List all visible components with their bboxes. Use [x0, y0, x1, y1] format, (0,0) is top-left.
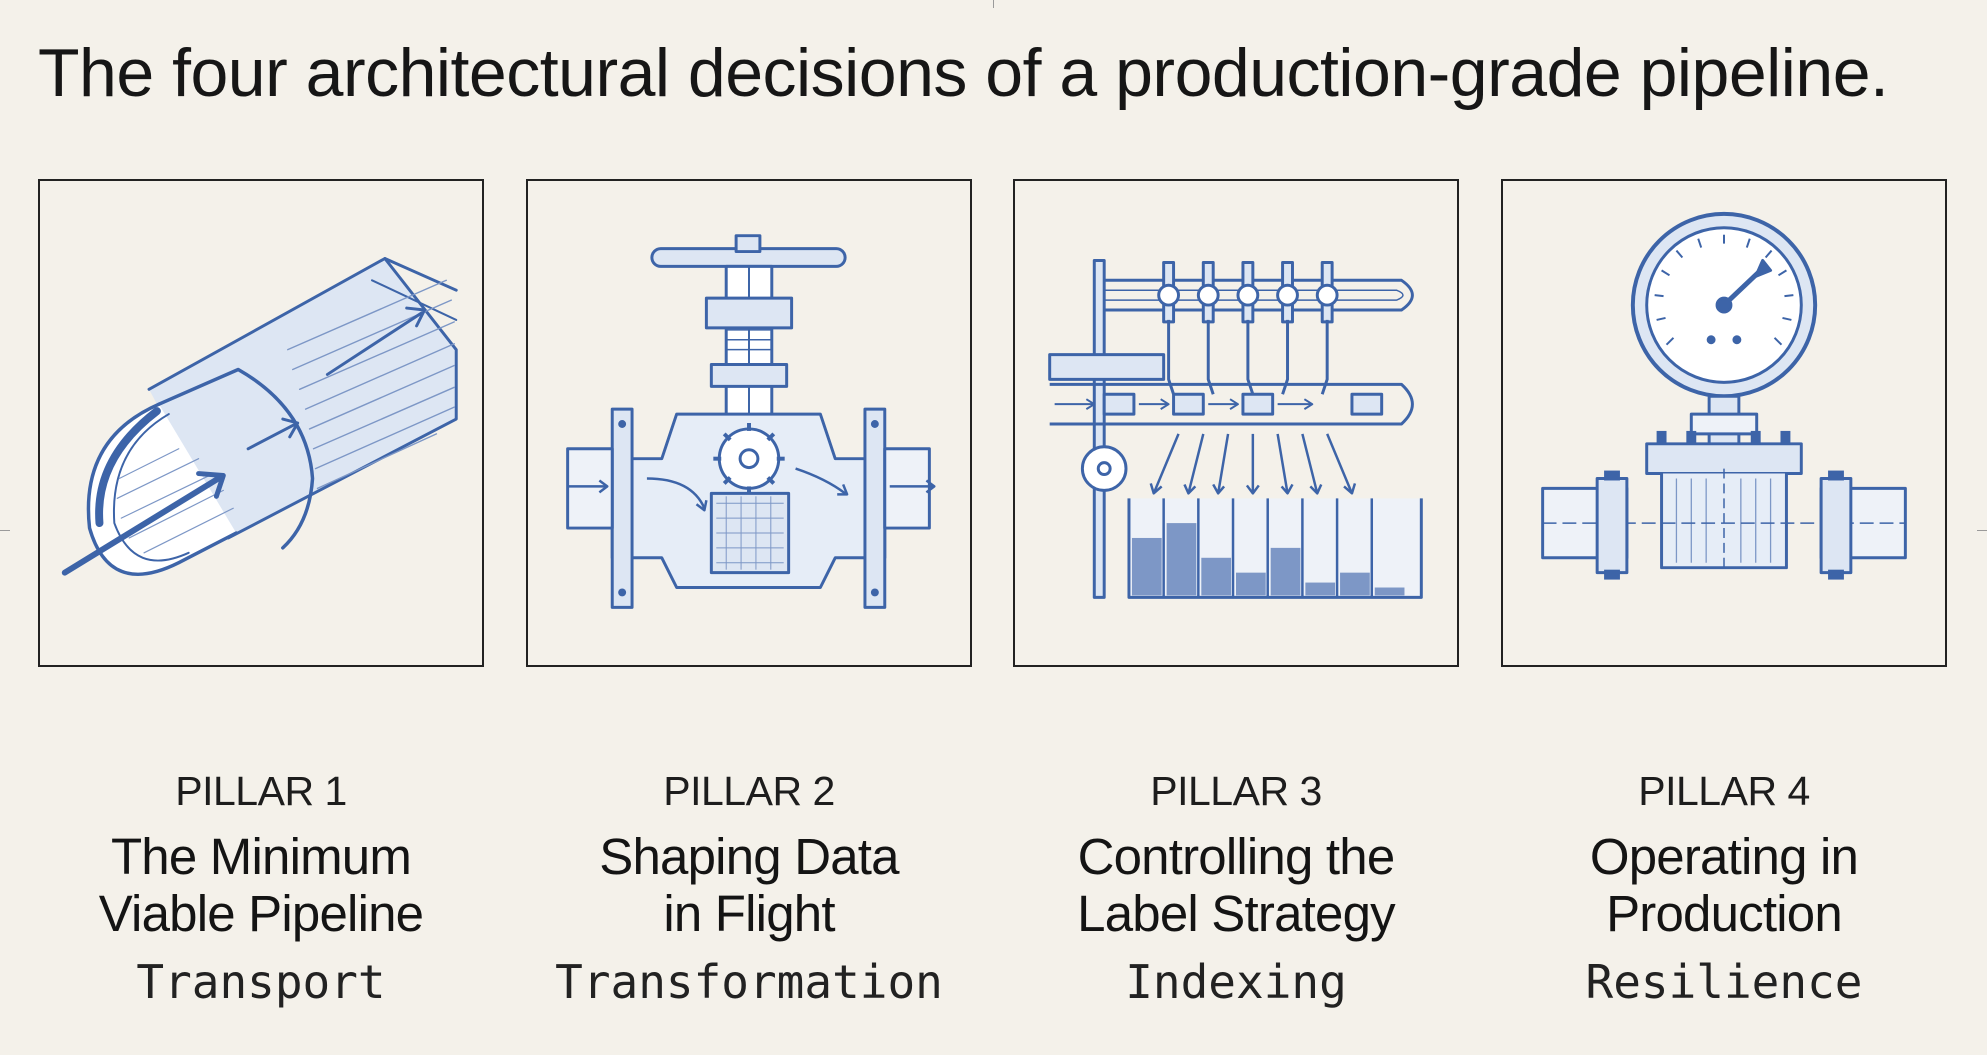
pillar-title: Controlling the Label Strategy [1013, 828, 1459, 942]
pillar-4-caption: PILLAR 4 Operating in Production Resilie… [1501, 768, 1947, 1008]
pillar-tag: Resilience [1585, 955, 1863, 1009]
pillar-2-illustration-panel [526, 179, 972, 667]
valve-icon [566, 234, 936, 609]
sorting-manifold-icon [1048, 258, 1423, 599]
pillar-title-line: Controlling the [1077, 828, 1396, 885]
page-title: The four architectural decisions of a pr… [38, 35, 1889, 111]
pillar-tag: Transport [136, 955, 386, 1009]
registration-mark-top [993, 0, 994, 8]
pressure-gauge-icon [1541, 211, 1907, 580]
pillar-3-illustration-panel [1013, 179, 1459, 667]
pillar-4-illustration-panel [1501, 179, 1947, 667]
pillar-number: PILLAR 2 [663, 768, 835, 814]
pillar-3-caption: PILLAR 3 Controlling the Label Strategy … [1013, 768, 1459, 1008]
pillar-2-caption: PILLAR 2 Shaping Data in Flight Transfor… [526, 768, 972, 1008]
pillar-title-line: in Flight [663, 885, 835, 942]
pillar-title: The Minimum Viable Pipeline [38, 828, 484, 942]
registration-mark-right [1977, 530, 1987, 531]
pillar-title-line: Label Strategy [1077, 885, 1395, 942]
pillar-tag: Indexing [1125, 955, 1347, 1009]
pillar-title-line: Viable Pipeline [98, 885, 424, 942]
pillar-title-line: Operating in [1589, 828, 1859, 885]
pillar-1-illustration-panel [38, 179, 484, 667]
pillar-title-line: Production [1606, 885, 1843, 942]
registration-mark-left [0, 530, 10, 531]
pillar-number: PILLAR 1 [175, 768, 347, 814]
pillar-number: PILLAR 4 [1638, 768, 1810, 814]
pillar-title-line: Shaping Data [599, 828, 899, 885]
pillar-number: PILLAR 3 [1150, 768, 1322, 814]
pillar-title-line: The Minimum [110, 828, 412, 885]
pipe-cutaway-icon [61, 257, 458, 577]
pillar-1-caption: PILLAR 1 The Minimum Viable Pipeline Tra… [38, 768, 484, 1008]
pillar-title: Operating in Production [1501, 828, 1947, 942]
pillar-tag: Transformation [555, 955, 943, 1009]
pillar-title: Shaping Data in Flight [526, 828, 972, 942]
